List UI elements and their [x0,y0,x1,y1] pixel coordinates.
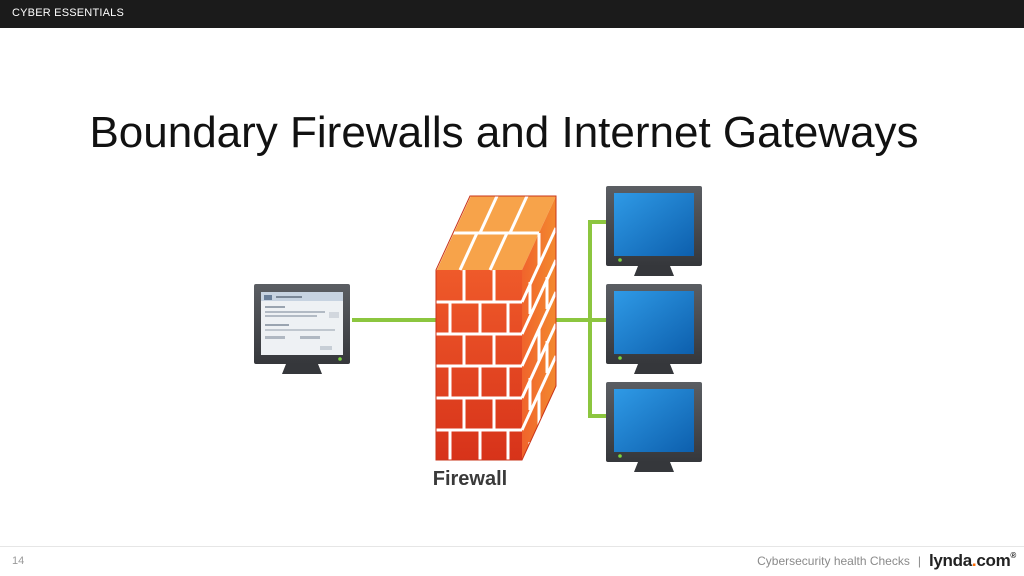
footer-separator: | [917,554,921,568]
footer-divider [0,546,1024,547]
brand-dot: . [971,551,977,570]
lynda-logo: lynda.com® [929,551,1016,571]
laptop-monitor-icon [254,284,350,374]
page-number: 14 [12,555,25,567]
firewall-label: Firewall [433,468,507,490]
footer-caption: Cybersecurity health Checks [757,554,910,568]
desktop-monitor-icon [606,382,702,472]
footer: Cybersecurity health Checks | lynda.com® [757,551,1016,571]
brand-name: lynda [928,551,972,570]
section-label: CYBER ESSENTIALS [12,7,125,19]
desktop-monitor-icon [606,284,702,374]
top-bar: CYBER ESSENTIALS [0,0,1024,28]
brick-firewall-icon [435,195,558,461]
brand-reg: ® [1010,551,1016,560]
slide-title: Boundary Firewalls and Internet Gateways [89,108,919,157]
desktop-monitor-icon [606,186,702,276]
brand-suffix: com [976,551,1011,570]
